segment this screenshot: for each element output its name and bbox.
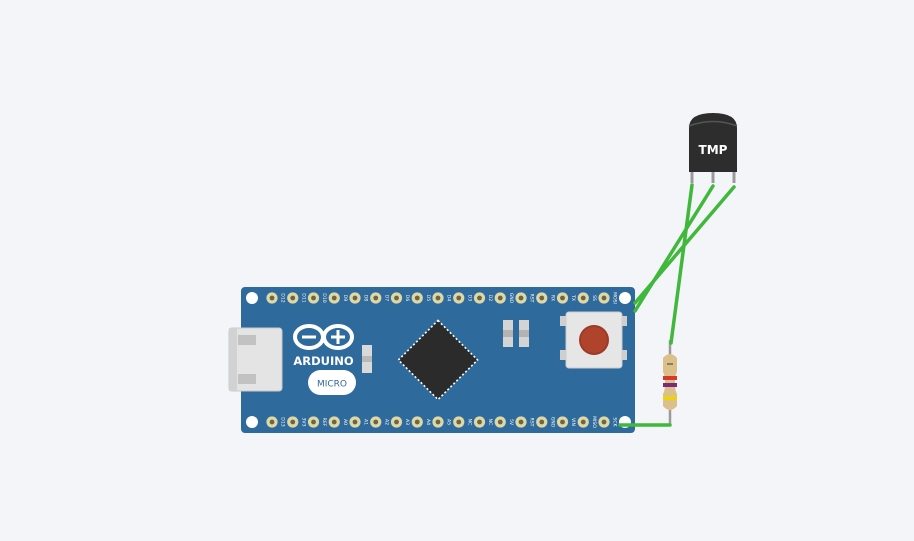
resistor-band xyxy=(663,396,677,400)
pin-hole xyxy=(580,419,586,425)
pin-label: 5V xyxy=(508,419,514,426)
mounting-hole xyxy=(619,292,631,304)
resistor[interactable] xyxy=(663,340,677,426)
pin-hole xyxy=(539,419,545,425)
pin-label: GND xyxy=(508,293,514,304)
pin-label: D5 xyxy=(425,295,431,302)
usb-connector[interactable] xyxy=(228,327,283,392)
pin-hole xyxy=(394,419,399,425)
pin-hole xyxy=(373,295,379,301)
arduino-logo-icon xyxy=(293,324,354,350)
pin-hole xyxy=(560,419,565,425)
pin-hole xyxy=(456,419,462,425)
pin-hole xyxy=(518,295,524,301)
model-badge: MICRO xyxy=(308,370,356,395)
pin-hole xyxy=(311,295,316,301)
brand-label: ARDUINO xyxy=(293,354,354,368)
pin-label: D9 xyxy=(342,295,348,302)
pin-hole xyxy=(477,295,482,301)
pin-label: D7 xyxy=(383,295,389,302)
wire-sensor-vcc[interactable] xyxy=(669,183,694,345)
sensor-label: TMP xyxy=(699,143,728,157)
pin-label: NC xyxy=(487,419,493,426)
pin-label: D2 xyxy=(487,295,493,302)
bottom-pin-header: D13 3V3 REF A0 A1 A2 A3 A4 A5 NC NC 5V RST GND VIN MISO… xyxy=(266,416,618,428)
wire-group xyxy=(618,183,736,427)
pin-hole xyxy=(394,295,399,301)
pin-hole xyxy=(414,295,420,301)
pin-label: A0 xyxy=(342,419,348,425)
pin-hole xyxy=(414,419,420,425)
pin-label: MOSI xyxy=(612,292,618,304)
pin-label: A4 xyxy=(425,419,431,425)
wire-sensor-vout[interactable] xyxy=(633,184,715,313)
sensor-body xyxy=(689,113,737,172)
pin-label: RST xyxy=(529,294,535,303)
pin-label: MISO xyxy=(591,416,597,428)
resistor-band xyxy=(663,376,677,380)
pin-label: VIN xyxy=(570,418,576,426)
pin-label: RX xyxy=(549,295,555,301)
pin-label: 3V3 xyxy=(300,418,306,427)
pin-hole xyxy=(311,419,316,425)
pin-label: A3 xyxy=(404,419,410,425)
pin-hole xyxy=(497,419,503,425)
pin-hole xyxy=(601,295,607,301)
pin-hole xyxy=(435,419,441,425)
pin-hole xyxy=(331,419,337,425)
pin-label: D4 xyxy=(446,295,452,302)
pin-hole xyxy=(269,419,275,425)
pin-hole xyxy=(290,419,296,425)
pin-hole xyxy=(580,295,586,301)
pin-label: A2 xyxy=(383,419,389,425)
pin-hole xyxy=(352,419,358,425)
pin-label: D3 xyxy=(466,295,472,302)
model-label: MICRO xyxy=(317,380,347,390)
pin-hole xyxy=(518,419,524,425)
mounting-hole xyxy=(246,292,258,304)
pin-hole xyxy=(497,295,503,301)
pin-hole xyxy=(477,419,482,425)
pin-label: TX xyxy=(570,294,576,301)
mounting-hole xyxy=(246,416,258,428)
pin-label: GND xyxy=(549,417,555,428)
microcontroller-chip xyxy=(397,319,479,401)
pin-label: D10 xyxy=(321,293,327,302)
wire-sensor-gnd[interactable] xyxy=(633,185,736,305)
pin-hole xyxy=(435,295,441,301)
pin-label: D12 xyxy=(280,293,286,302)
tmp-temperature-sensor[interactable]: TMP xyxy=(688,113,738,183)
pin-label: D11 xyxy=(300,293,306,302)
pin-label: SCK xyxy=(612,417,618,427)
pin-hole xyxy=(290,295,296,301)
reset-button[interactable] xyxy=(560,311,627,369)
resistor-band xyxy=(663,383,677,387)
pin-hole xyxy=(539,295,545,301)
pin-hole xyxy=(560,295,565,301)
pin-label: A1 xyxy=(363,419,369,425)
pin-hole xyxy=(352,295,358,301)
pin-label: A5 xyxy=(446,419,452,425)
pin-label: D6 xyxy=(404,295,410,302)
pin-hole xyxy=(331,295,337,301)
pin-label: RST xyxy=(529,418,535,427)
pin-label: SS xyxy=(591,295,597,301)
pin-label: D8 xyxy=(363,295,369,302)
pin-hole xyxy=(456,295,462,301)
capacitor-pair xyxy=(503,320,529,347)
top-pin-header: D12 D11 D10 D9 D8 D7 D6 D5 D4 D3 D2 GND RST RX TX SS MOS… xyxy=(266,292,618,304)
pin-hole xyxy=(373,419,379,425)
pin-label: REF xyxy=(321,418,327,427)
pin-hole xyxy=(601,419,607,425)
pin-label: NC xyxy=(466,419,472,426)
pin-label: D13 xyxy=(280,417,286,426)
pin-hole xyxy=(269,295,275,301)
